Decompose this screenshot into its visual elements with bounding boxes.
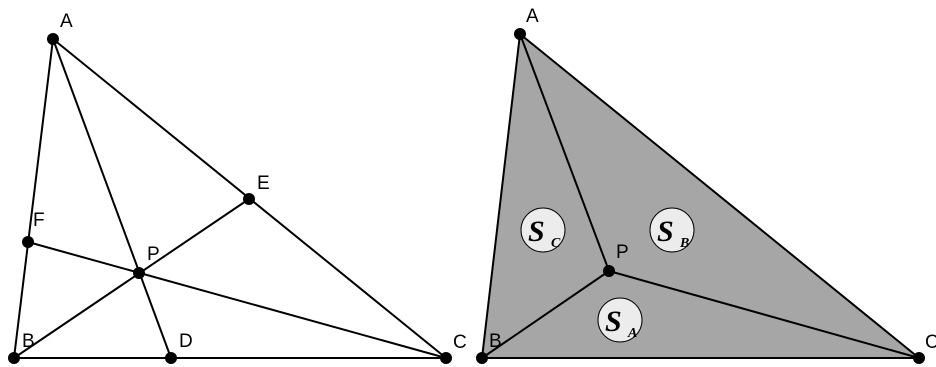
region-sa-sub: A: [627, 326, 637, 341]
label-f: F: [33, 210, 45, 231]
point-f: [22, 236, 34, 248]
region-sa-badge: S A: [597, 297, 643, 343]
right-label-a: A: [526, 6, 539, 27]
point-e: [243, 193, 255, 205]
cevian-be: [13, 198, 250, 359]
label-d: D: [179, 331, 193, 352]
right-label-b: B: [489, 331, 502, 352]
label-a: A: [60, 11, 73, 32]
point-d: [165, 352, 177, 364]
segment-cp: [608, 270, 920, 359]
region-sc-sub: C: [551, 236, 561, 251]
left-triangle-abc: [12, 37, 449, 359]
right-label-p: P: [616, 242, 629, 263]
right-point-p: [603, 265, 615, 277]
right-figure: S C S B S A A B C P: [476, 6, 936, 364]
region-sc-badge: S C: [520, 207, 566, 253]
label-p: P: [147, 244, 160, 265]
region-sb-letter: S: [657, 215, 674, 248]
point-b: [8, 352, 20, 364]
right-point-a: [514, 28, 526, 40]
right-point-c: [913, 352, 925, 364]
cevian-cf: [27, 241, 447, 359]
point-p: [133, 267, 145, 279]
label-c: C: [453, 332, 467, 353]
right-point-b: [476, 352, 488, 364]
segment-bp: [481, 270, 610, 359]
region-sb-badge: S B: [649, 207, 695, 253]
point-c: [440, 352, 452, 364]
right-label-c: C: [925, 332, 936, 353]
segment-ap: [519, 33, 610, 272]
cevian-ad: [52, 38, 172, 359]
left-figure: A B C D E F P: [8, 11, 467, 364]
point-a: [47, 33, 59, 45]
region-sc-letter: S: [528, 215, 545, 248]
region-sb-sub: B: [679, 236, 689, 251]
label-b: B: [22, 331, 35, 352]
region-sa-letter: S: [605, 305, 622, 338]
right-triangle-abc: [480, 32, 922, 359]
label-e: E: [257, 173, 270, 194]
